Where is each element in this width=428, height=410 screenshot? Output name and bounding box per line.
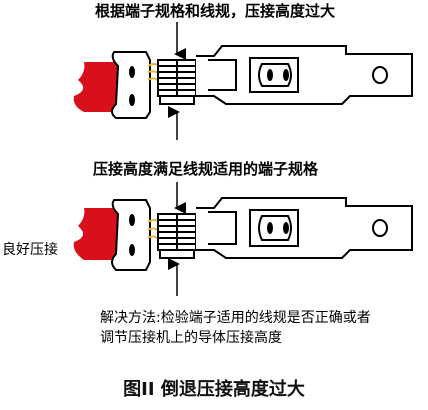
conductor-crimp: [157, 59, 197, 105]
conductor-crimp: [157, 213, 197, 259]
terminal-over-crimp: [73, 22, 413, 140]
good-crimp-label: 良好压接: [2, 242, 58, 258]
wire-insulation: [73, 208, 122, 260]
solution-line-1: 解决方法:检验端子适用的线规是否正确或者: [100, 310, 371, 326]
solution-line-2: 调节压接机上的导体压接高度: [100, 330, 282, 346]
terminal-good-crimp: [73, 182, 413, 296]
wire-insulation: [73, 62, 122, 112]
insulation-barrel: [111, 199, 151, 271]
insulation-barrel: [111, 51, 151, 119]
top-caption: 根据端子规格和线规，压接高度过大: [95, 2, 336, 20]
middle-caption: 压接高度满足线规适用的端子规格: [93, 160, 319, 178]
figure-title: 图II 倒退压接高度过大: [123, 379, 305, 400]
